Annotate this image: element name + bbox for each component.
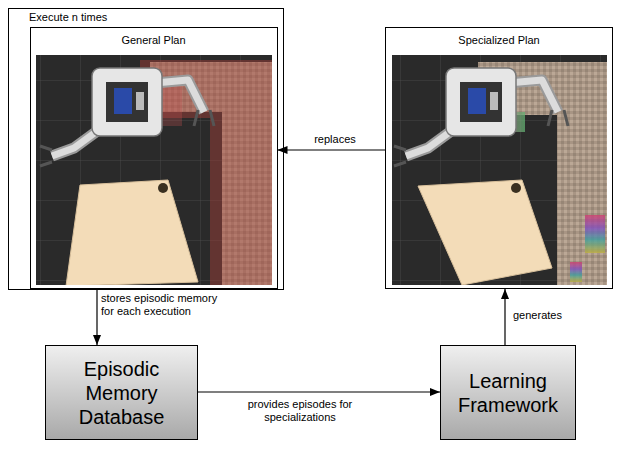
- box-label: Episodic Memory Database: [54, 357, 189, 429]
- process-box: Episodic Memory Database: [45, 345, 198, 440]
- edge-label: replaces: [303, 133, 367, 146]
- edge-label: generates: [513, 309, 583, 322]
- plan-panel: General Plan: [30, 27, 278, 289]
- general-plan-scene: [36, 55, 272, 285]
- loop-frame: Execute n timesGeneral Plan: [8, 8, 284, 290]
- panel-title: Specialized Plan: [390, 33, 608, 47]
- panel-title: Execute n times: [29, 10, 283, 24]
- arrow-connector: [504, 289, 505, 345]
- specialized-plan-scene: [392, 55, 607, 285]
- edge-label: provides episodes for specializations: [246, 398, 354, 424]
- arrow-connector: [278, 149, 386, 150]
- arrow-connector: [96, 289, 97, 346]
- panel-title: General Plan: [35, 33, 273, 47]
- edge-label: stores episodic memory for each executio…: [101, 292, 231, 318]
- process-box: Learning Framework: [440, 345, 576, 440]
- arrow-connector: [198, 391, 440, 392]
- box-label: Learning Framework: [449, 369, 567, 417]
- plan-panel: Specialized Plan: [385, 27, 613, 289]
